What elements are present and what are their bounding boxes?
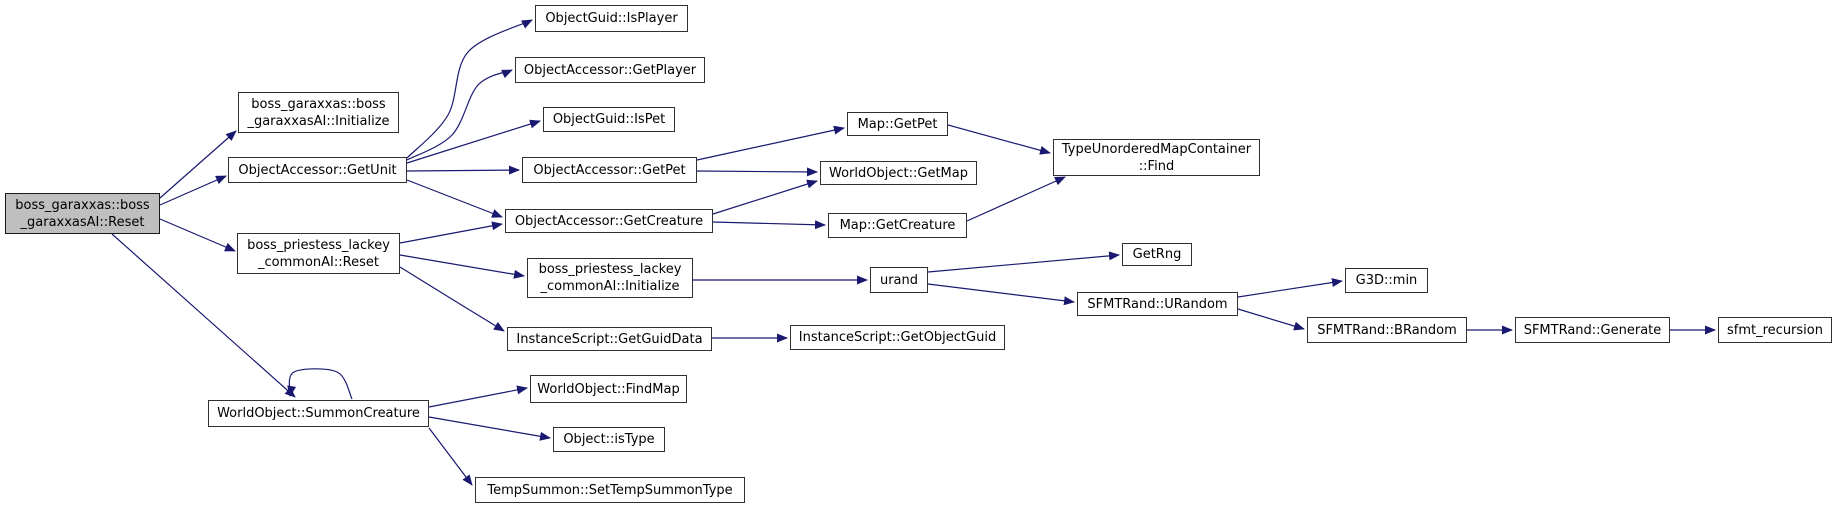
- edge-lackey-reset-to-lackey-initialize: [399, 254, 525, 279]
- edge-map-getcreature-to-typeunorderedmapcontainer-find: [966, 176, 1066, 222]
- edge-lackey-reset-to-getguiddata: [399, 266, 505, 332]
- edge-summoncreature-to-summoncreature: [287, 368, 353, 400]
- graph-node-getpet[interactable]: ObjectAccessor::GetPet: [522, 157, 697, 183]
- edge-lackey-reset-to-getcreature: [399, 221, 503, 244]
- edge-getpet-to-map-getpet: [696, 125, 845, 161]
- graph-node-reset-root: boss_garaxxas::boss _garaxxasAI::Reset: [5, 193, 160, 234]
- edge-getcreature-to-map-getcreature: [712, 220, 826, 230]
- edge-map-getpet-to-typeunorderedmapcontainer-find: [947, 124, 1051, 155]
- graph-node-lackey-initialize[interactable]: boss_priestess_lackey _commonAI::Initial…: [527, 258, 693, 298]
- graph-node-getplayer[interactable]: ObjectAccessor::GetPlayer: [515, 57, 705, 83]
- graph-node-brandom[interactable]: SFMTRand::BRandom: [1307, 317, 1467, 343]
- graph-node-settempsummontype[interactable]: TempSummon::SetTempSummonType: [475, 477, 745, 503]
- graph-node-generate[interactable]: SFMTRand::Generate: [1515, 317, 1670, 343]
- edge-urandom-to-g3d-min: [1237, 278, 1343, 298]
- edge-getunit-to-getplayer: [406, 69, 513, 161]
- edge-getunit-to-isplayer: [406, 19, 533, 159]
- graph-node-map-getpet[interactable]: Map::GetPet: [847, 112, 948, 136]
- graph-node-lackey-reset[interactable]: boss_priestess_lackey _commonAI::Reset: [237, 233, 400, 274]
- edge-summoncreature-to-findmap: [428, 385, 528, 408]
- edge-urandom-to-brandom: [1237, 308, 1305, 331]
- edge-getpet-to-getmap: [696, 167, 818, 177]
- graph-node-garaxxas-initialize[interactable]: boss_garaxxas::boss _garaxxasAI::Initial…: [238, 92, 399, 133]
- graph-node-getobjectguid[interactable]: InstanceScript::GetObjectGuid: [790, 325, 1005, 350]
- graph-node-sfmt-recursion[interactable]: sfmt_recursion: [1718, 317, 1832, 343]
- edge-urand-to-urandom: [927, 283, 1075, 306]
- edge-reset-root-to-garaxxas-initialize: [159, 130, 237, 199]
- graph-node-ispet[interactable]: ObjectGuid::IsPet: [543, 107, 675, 132]
- edge-reset-root-to-getunit: [159, 175, 227, 206]
- edge-reset-root-to-summoncreature: [111, 233, 296, 398]
- graph-node-getguiddata[interactable]: InstanceScript::GetGuidData: [507, 327, 712, 351]
- graph-node-getrng[interactable]: GetRng: [1122, 243, 1192, 266]
- graph-node-urandom[interactable]: SFMTRand::URandom: [1077, 292, 1238, 316]
- graph-node-map-getcreature[interactable]: Map::GetCreature: [828, 213, 967, 238]
- edge-getunit-to-getcreature: [406, 179, 503, 218]
- edge-getunit-to-ispet: [406, 119, 541, 164]
- edge-urand-to-getrng: [927, 251, 1120, 273]
- edge-summoncreature-to-istype: [428, 416, 551, 441]
- graph-node-getcreature[interactable]: ObjectAccessor::GetCreature: [505, 209, 713, 233]
- graph-node-isplayer[interactable]: ObjectGuid::IsPlayer: [535, 5, 688, 32]
- graph-node-g3d-min[interactable]: G3D::min: [1345, 268, 1428, 293]
- edge-getcreature-to-getmap: [712, 179, 818, 215]
- edge-summoncreature-to-settempsummontype: [428, 427, 473, 486]
- graph-node-urand[interactable]: urand: [870, 267, 928, 293]
- graph-node-findmap[interactable]: WorldObject::FindMap: [530, 375, 687, 403]
- graph-node-summoncreature[interactable]: WorldObject::SummonCreature: [208, 400, 429, 427]
- graph-node-typeunorderedmapcontainer-find[interactable]: TypeUnorderedMapContainer ::Find: [1053, 139, 1260, 176]
- graph-node-istype[interactable]: Object::isType: [553, 427, 665, 452]
- graph-node-getunit[interactable]: ObjectAccessor::GetUnit: [228, 157, 407, 183]
- edge-getunit-to-getpet: [406, 165, 520, 175]
- graph-node-getmap[interactable]: WorldObject::GetMap: [820, 161, 977, 185]
- edge-reset-root-to-lackey-reset: [159, 218, 236, 252]
